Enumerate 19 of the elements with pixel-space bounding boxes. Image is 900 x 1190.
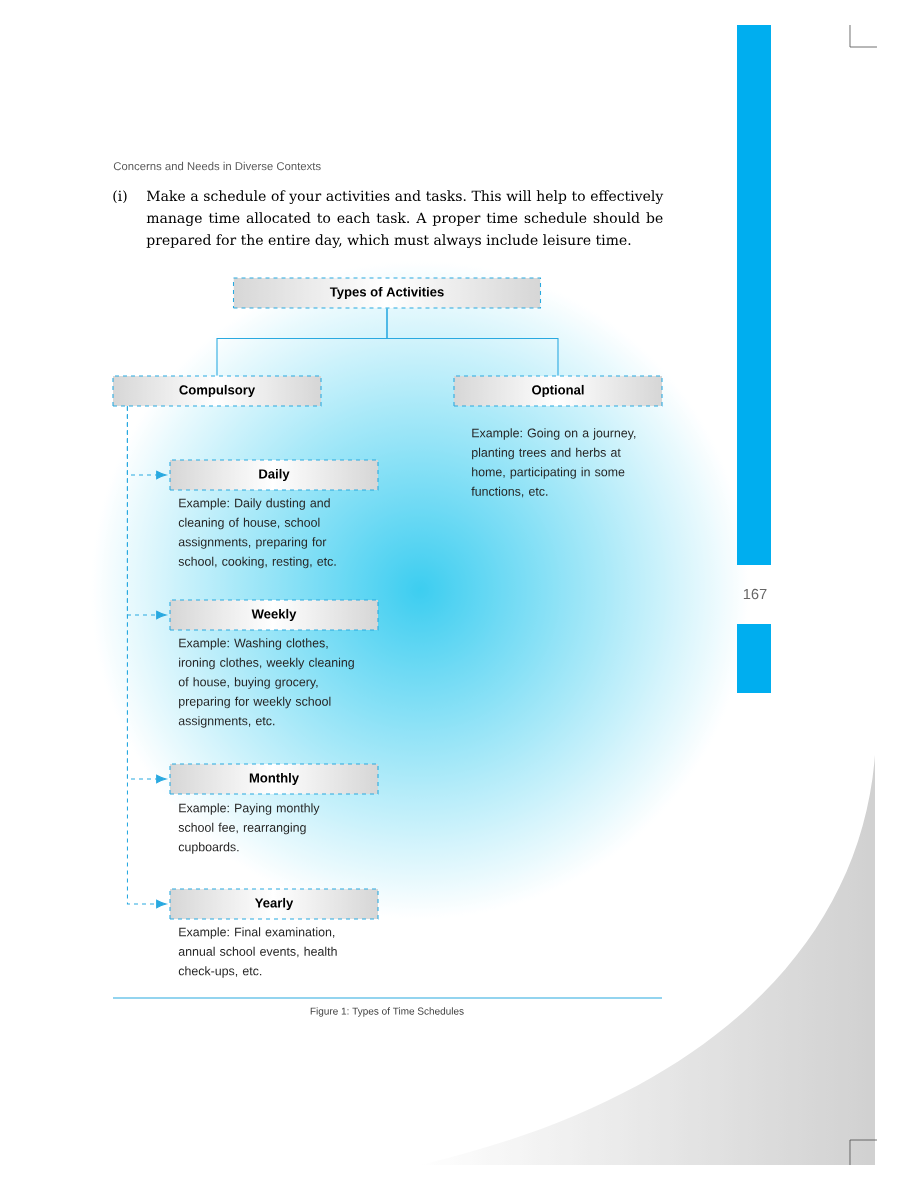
body-paragraph: Make a schedule of your activities and tasks. This will help to effectively manage time allocated to each task. A proper time schedule should be prepared for the entire day, which must always include leisure time. bbox=[146, 190, 664, 249]
category-box: Daily bbox=[169, 459, 379, 491]
page-number: 167 bbox=[743, 588, 767, 600]
category-box: Monthly bbox=[169, 763, 379, 795]
running-header: Concerns and Needs in Diverse Contexts bbox=[113, 161, 321, 171]
example-text: Example: Washing clothes, ironing clothes, weekly cleaning of house, buying grocery, preparing for weekly school assignments, etc. bbox=[178, 638, 354, 728]
category-box: Yearly bbox=[169, 888, 379, 920]
example-text: Example: Final examination, annual school events, health check-ups, etc. bbox=[178, 927, 337, 978]
category-box: Weekly bbox=[169, 599, 379, 631]
category-box: Types of Activities bbox=[232, 277, 542, 309]
arrow bbox=[126, 406, 167, 909]
category-box: Compulsory bbox=[112, 375, 322, 407]
example-text: Example: Daily dusting and cleaning of house, school assignments, preparing for school, cooking, resting, etc. bbox=[178, 498, 336, 569]
figure-caption: Figure 1: Types of Time Schedules bbox=[310, 1007, 464, 1017]
connector-line bbox=[386, 308, 559, 376]
example-text: Example: Paying monthly school fee, rearranging cupboards. bbox=[178, 803, 320, 854]
item-number: (i) bbox=[113, 190, 127, 204]
example-text: Example: Going on a journey, planting trees and herbs at home, participating in some functions, etc. bbox=[471, 428, 636, 498]
category-box: Optional bbox=[453, 375, 663, 407]
